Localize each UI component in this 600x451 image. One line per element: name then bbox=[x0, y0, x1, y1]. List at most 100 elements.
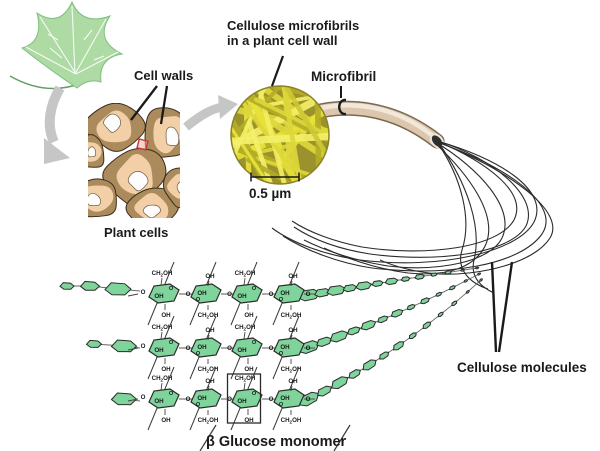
fiber-strand bbox=[293, 140, 529, 258]
oh-label: OH bbox=[237, 398, 247, 405]
micrograph-fiber-strand bbox=[254, 97, 329, 163]
oh-label: OH bbox=[161, 417, 171, 424]
glycosidic-o: O bbox=[306, 345, 311, 352]
glucose-unit bbox=[400, 276, 411, 282]
leaf-blade bbox=[20, 0, 124, 89]
glucose-unit bbox=[355, 281, 373, 291]
glucose-unit bbox=[474, 266, 480, 270]
ch2oh-label: CH2OH bbox=[235, 324, 256, 332]
ch2oh-label: CH2OH bbox=[198, 312, 219, 320]
micrograph-fiber-strand bbox=[246, 120, 280, 184]
oh-label: OH bbox=[154, 347, 164, 354]
micrograph-fibers bbox=[231, 86, 329, 184]
glucose-unit bbox=[329, 330, 349, 343]
ch2oh-label: CH2OH bbox=[152, 375, 173, 383]
ring-o: O bbox=[279, 402, 284, 408]
oh-label: OH bbox=[288, 327, 298, 334]
glucose-ring bbox=[190, 388, 222, 409]
glycosidic-o: O bbox=[186, 291, 191, 298]
oh-label: OH bbox=[197, 395, 207, 402]
glucose-unit bbox=[477, 272, 482, 276]
glucose-ring bbox=[273, 388, 305, 409]
glucose-unit bbox=[331, 376, 349, 390]
plant-cell-lumen bbox=[88, 146, 96, 158]
glucose-unit bbox=[463, 279, 469, 283]
bond-line bbox=[127, 347, 139, 351]
glucose-unit bbox=[379, 351, 390, 360]
glucose-ring bbox=[273, 283, 305, 304]
plant-cell-lumen bbox=[165, 126, 180, 146]
leaf-stem bbox=[9, 75, 80, 90]
fiber-strand bbox=[282, 141, 547, 272]
ring-o: O bbox=[169, 391, 174, 397]
ch2oh-label: CH2OH bbox=[281, 417, 302, 425]
ring-o: O bbox=[196, 402, 201, 408]
arrow-shaft bbox=[44, 85, 65, 145]
glucose-unit bbox=[448, 285, 456, 291]
bond-line bbox=[160, 382, 163, 391]
arrow-leaf-to-cells bbox=[44, 85, 70, 164]
ring-o: O bbox=[252, 286, 257, 292]
ring-o: O bbox=[169, 340, 174, 346]
glucose-unit bbox=[479, 278, 483, 282]
bond-line bbox=[243, 382, 246, 391]
plant-cell-lumen bbox=[142, 204, 161, 218]
microfibril-label: Microfibril bbox=[311, 69, 376, 84]
glycosidic-o: O bbox=[269, 291, 274, 298]
oh-label: OH bbox=[205, 378, 215, 385]
oh-label: OH bbox=[280, 290, 290, 297]
glucose-unit bbox=[393, 341, 405, 351]
oh-label: OH bbox=[244, 366, 254, 373]
arrow-shaft bbox=[183, 102, 224, 131]
glucose-monomer-box bbox=[226, 373, 262, 424]
glucose-unit bbox=[377, 315, 389, 324]
ch2oh-label: CH2OH bbox=[152, 324, 173, 332]
fiber-strand bbox=[436, 141, 489, 290]
cellulose-molecule-chains bbox=[59, 266, 483, 407]
oh-label: OH bbox=[280, 344, 290, 351]
ring-o: O bbox=[279, 297, 284, 303]
arrow-cells-to-micrograph bbox=[183, 95, 238, 131]
glucose-unit bbox=[104, 282, 132, 296]
oh-label: OH bbox=[244, 417, 254, 424]
ring-o: O bbox=[252, 340, 257, 346]
scale-bar bbox=[250, 172, 300, 182]
plant-cell-interior bbox=[167, 173, 180, 199]
cellulose-molecules-callout: Cellulose molecules bbox=[457, 261, 587, 375]
ch2oh-label: CH2OH bbox=[235, 270, 256, 278]
hydrogen-bond-slashes bbox=[199, 424, 351, 451]
glucose-unit bbox=[326, 285, 347, 296]
glucose-unit bbox=[110, 392, 138, 406]
leaf-veins bbox=[25, 5, 119, 75]
ch2oh-label: CH2OH bbox=[152, 270, 173, 278]
ch2oh-label: CH2OH bbox=[198, 366, 219, 374]
glucose-unit bbox=[414, 273, 426, 280]
bond-line bbox=[290, 280, 293, 287]
glucose-ring bbox=[231, 283, 263, 304]
oh-label: OH bbox=[244, 312, 254, 319]
scale-bar-label: 0.5 µm bbox=[249, 186, 291, 201]
pointer-line bbox=[130, 85, 158, 121]
glucose-unit bbox=[408, 332, 417, 339]
ring-o: O bbox=[196, 297, 201, 303]
glucose-unit bbox=[362, 359, 377, 371]
title-line1: Cellulose microfibrils bbox=[227, 18, 359, 33]
glucose-unit bbox=[465, 289, 470, 294]
glucose-unit bbox=[347, 326, 361, 336]
glucose-unit bbox=[459, 268, 466, 272]
oh-label: OH bbox=[205, 273, 215, 280]
glucose-ring bbox=[273, 337, 305, 358]
oh-label: OH bbox=[205, 327, 215, 334]
glucose-unit bbox=[317, 385, 332, 397]
glycosidic-o: O bbox=[227, 291, 232, 298]
glycosidic-o: O bbox=[306, 291, 311, 298]
glycosidic-o: O bbox=[227, 345, 232, 352]
glycosidic-o: O bbox=[141, 394, 146, 401]
bond-line bbox=[243, 331, 246, 340]
oh-label: OH bbox=[154, 398, 164, 405]
glycosidic-o: O bbox=[306, 396, 311, 403]
glucose-unit bbox=[435, 291, 443, 297]
microfibril-micrograph bbox=[230, 85, 330, 185]
glucose-unit bbox=[390, 308, 404, 318]
